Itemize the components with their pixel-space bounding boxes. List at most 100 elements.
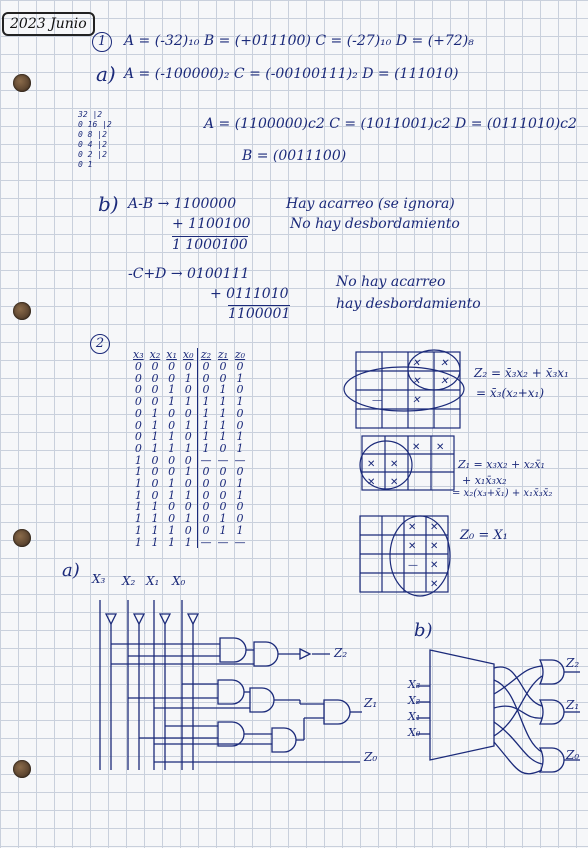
- table-cell: 0: [236, 418, 244, 432]
- ex1-op1-addend: + 1100100: [172, 216, 251, 232]
- table-cell: 1: [168, 430, 176, 444]
- table-cell: 0: [151, 395, 159, 409]
- svg-text:✕: ✕: [440, 376, 449, 387]
- table-cell: 1: [134, 535, 142, 549]
- table-cell: 0: [236, 512, 244, 526]
- table-cell: 1: [151, 500, 159, 514]
- table-cell: 0: [134, 441, 142, 455]
- table-cell: 0: [196, 372, 215, 385]
- kmap-z2-marks: ✕✕ ✕✕ —✕: [372, 358, 449, 406]
- table-cell: 0: [184, 500, 192, 514]
- mux-input-x0: X₀: [408, 726, 421, 739]
- output-z2-label: Z₂: [334, 646, 348, 660]
- table-cell: 1: [151, 535, 159, 549]
- table-cell: 1: [168, 535, 176, 549]
- table-cell: 0: [184, 430, 192, 444]
- mux-block: [416, 649, 580, 775]
- table-cell: 0: [184, 383, 192, 397]
- ex1-op2: -C+D → 0100111: [128, 266, 250, 282]
- output-z1-label: Z₁: [364, 696, 378, 710]
- kmap-z0: [359, 515, 451, 597]
- table-cell: 1: [219, 395, 227, 409]
- svg-text:✕: ✕: [367, 477, 375, 488]
- table-cell: 1: [168, 477, 176, 491]
- table-cell: —: [234, 453, 246, 467]
- table-cell: 1: [134, 465, 142, 479]
- table-cell: 0: [219, 488, 227, 502]
- svg-text:✕: ✕: [436, 442, 444, 453]
- table-cell: 1: [184, 395, 192, 409]
- table-cell: 1: [184, 512, 192, 526]
- table-cell: 1: [134, 500, 142, 514]
- table-cell: 0: [219, 360, 227, 373]
- table-cell: 0: [196, 501, 215, 514]
- mux-input-x2: X₂: [408, 694, 421, 707]
- eq-z1-simplified: = x₂(x₃+x̄₁) + x₁x̄₃x̄₂: [452, 488, 553, 499]
- table-cell: —: [196, 454, 215, 467]
- svg-text:✕: ✕: [408, 541, 416, 552]
- table-cell: 1: [219, 406, 227, 420]
- table-cell: 1: [236, 395, 244, 409]
- table-cell: 0: [196, 525, 215, 537]
- table-cell: 1: [219, 418, 227, 432]
- ex1-binary-values: A = (-100000)₂ C = (-00100111)₂ D = (111…: [124, 66, 459, 82]
- table-cell: 0: [196, 513, 215, 525]
- mux-output-z0: Z₀: [566, 748, 580, 762]
- eq-z2-simplified: = x̄₃(x₂+x₁): [476, 386, 545, 400]
- input-x2-label: X₂: [122, 574, 136, 588]
- table-cell: 1: [236, 477, 244, 491]
- table-cell: 1: [134, 523, 142, 537]
- table-cell: 0: [168, 371, 176, 385]
- eq-z2: Z₂ = x̄₃x₂ + x̄₃x₁: [474, 366, 569, 380]
- svg-text:✕: ✕: [412, 395, 421, 406]
- table-cell: 0: [219, 441, 227, 455]
- table-cell: 0: [184, 406, 192, 420]
- input-x3-label: X₃: [92, 572, 106, 586]
- binder-hole: [13, 529, 31, 547]
- svg-text:✕: ✕: [412, 376, 421, 387]
- table-cell: 0: [236, 360, 244, 373]
- table-cell: 0: [134, 383, 142, 397]
- table-cell: 0: [168, 418, 176, 432]
- kmap-z1-marks: ✕✕ ✕✕ ✕✕: [367, 442, 444, 488]
- table-cell: 1: [168, 395, 176, 409]
- binder-hole: [13, 74, 31, 92]
- table-cell: 0: [151, 453, 159, 467]
- table-cell: 0: [196, 466, 215, 479]
- svg-text:—: —: [372, 395, 382, 406]
- svg-text:✕: ✕: [430, 522, 438, 533]
- table-cell: —: [217, 453, 229, 467]
- col-header: z₁: [217, 348, 229, 361]
- table-cell: 0: [184, 360, 192, 373]
- exercise-1-number: 1: [92, 30, 112, 52]
- eq-z1: Z₁ = x₃x₂ + x₂x̄₁: [458, 458, 545, 471]
- svg-text:✕: ✕: [440, 358, 449, 369]
- table-cell: 1: [236, 488, 244, 502]
- table-cell: 1: [151, 406, 159, 420]
- table-cell: 1: [134, 453, 142, 467]
- table-cell: 1: [151, 512, 159, 526]
- table-cell: 1: [134, 512, 142, 526]
- table-cell: 0: [168, 453, 176, 467]
- eq-z1-term: + x₁x̄₃x₂: [462, 474, 507, 487]
- input-x1-label: X₁: [146, 574, 160, 588]
- table-cell: 0: [236, 465, 244, 479]
- logic-circuit: [99, 600, 362, 770]
- table-cell: 1: [196, 408, 215, 420]
- table-cell: 1: [219, 523, 227, 537]
- table-cell: 1: [196, 431, 215, 443]
- kmap-z1: [359, 435, 455, 491]
- ex1-c2-values: A = (1100000)c2 C = (1011001)c2 D = (011…: [204, 116, 577, 132]
- table-cell: —: [234, 535, 246, 549]
- ex2-part-a-label: a): [62, 560, 80, 581]
- ex1-op1-note1: Hay acarreo (se ignora): [286, 196, 455, 212]
- table-cell: 1: [236, 523, 244, 537]
